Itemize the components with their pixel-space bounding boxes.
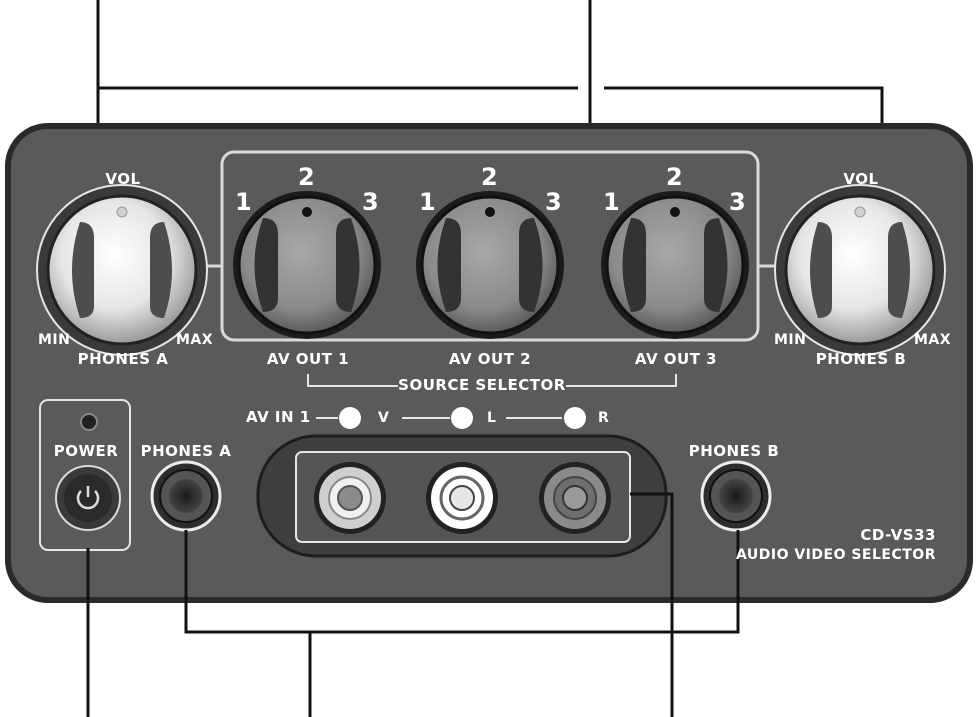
selector-frame — [220, 150, 760, 342]
vol-label-a: VOL — [105, 170, 141, 188]
phones-b-knob-label: PHONES B — [815, 350, 907, 368]
selector-3-pos-1: 1 — [603, 188, 621, 216]
av-in-v-label: V — [378, 410, 390, 426]
av-in-indicator-row — [316, 407, 586, 429]
power-led — [80, 413, 98, 431]
av-out-2-label: AV OUT 2 — [448, 350, 532, 368]
source-selector-label: SOURCE SELECTOR — [398, 376, 566, 394]
device-description: AUDIO VIDEO SELECTOR — [735, 547, 936, 563]
leader-lines-bottom — [86, 492, 740, 717]
rca-jack-r — [539, 462, 611, 534]
selector-knob-av-out-1 — [233, 191, 381, 339]
volume-knob-phones-a — [36, 184, 208, 356]
rca-jack-l — [426, 462, 498, 534]
power-frame — [39, 399, 131, 551]
max-label-b: MAX — [914, 332, 952, 348]
selector-1-pos-3: 3 — [362, 188, 380, 216]
av-out-3-label: AV OUT 3 — [634, 350, 718, 368]
selector-3-pos-3: 3 — [729, 188, 747, 216]
phones-b-jack-label: PHONES B — [688, 442, 780, 460]
av-in-label: AV IN 1 — [246, 408, 311, 426]
max-label-a: MAX — [176, 332, 214, 348]
source-selector-bracket — [307, 374, 398, 387]
selector-3-pos-2: 2 — [666, 163, 684, 191]
vol-label-b: VOL — [843, 170, 879, 188]
volume-knob-phones-b — [774, 184, 946, 356]
power-label: POWER — [53, 442, 119, 460]
selector-knob-av-out-2 — [416, 191, 564, 339]
min-label-b: MIN — [774, 332, 807, 348]
power-button — [55, 465, 121, 531]
selector-knob-av-out-3 — [601, 191, 749, 339]
av-in-l-label: L — [487, 410, 497, 426]
rca-jack-v — [314, 462, 386, 534]
selector-2-pos-3: 3 — [545, 188, 563, 216]
av-in-r-label: R — [598, 410, 610, 426]
phones-a-knob-label: PHONES A — [77, 350, 169, 368]
selector-1-pos-1: 1 — [235, 188, 253, 216]
model-label: CD-VS33 — [860, 526, 936, 544]
phones-b-jack — [700, 460, 772, 532]
phones-a-jack — [150, 460, 222, 532]
selector-2-pos-2: 2 — [481, 163, 499, 191]
selector-2-pos-1: 1 — [419, 188, 437, 216]
selector-1-pos-2: 2 — [298, 163, 316, 191]
min-label-a: MIN — [38, 332, 71, 348]
av-out-1-label: AV OUT 1 — [266, 350, 350, 368]
phones-a-jack-label: PHONES A — [140, 442, 232, 460]
